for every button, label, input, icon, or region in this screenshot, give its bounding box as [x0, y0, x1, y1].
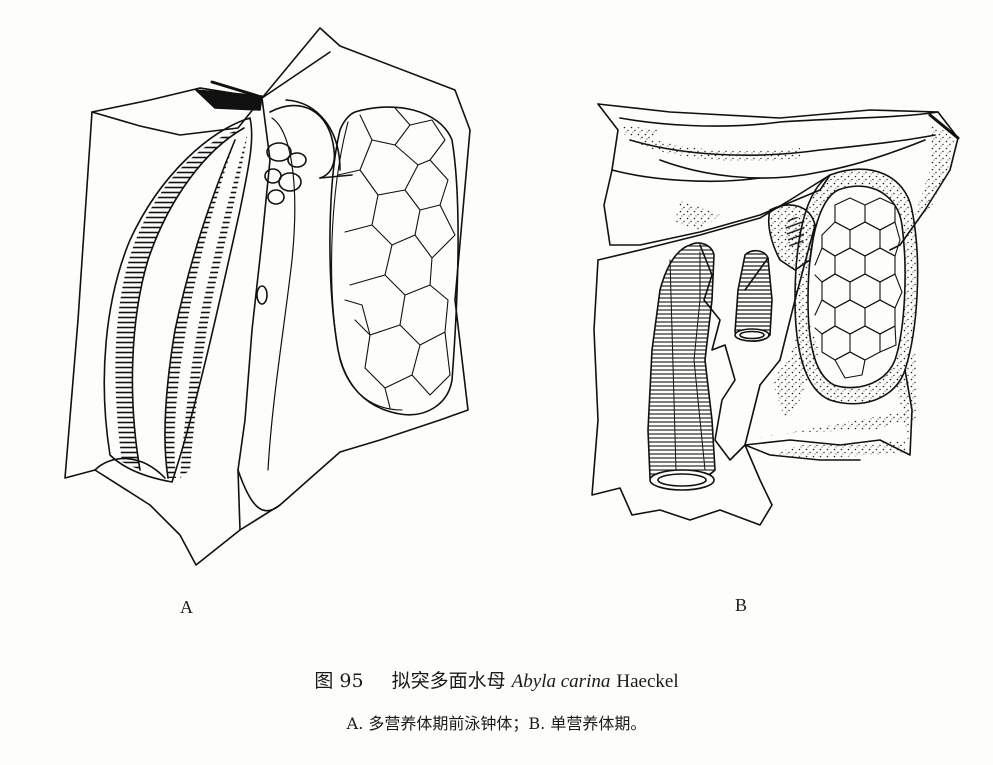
- figure-caption-title: 图 95 拟突多面水母 Abyla carina Haeckel: [0, 666, 993, 693]
- chinese-species-name: 拟突多面水母: [391, 670, 506, 692]
- panel-label-b: B: [735, 595, 748, 615]
- figure-caption-description: A. 多营养体期前泳钟体；B. 单营养体期。: [346, 714, 647, 733]
- figure-number: 图 95: [314, 670, 364, 692]
- species-name: Abyla carina: [511, 671, 611, 692]
- panel-b-drawing: [591, 103, 960, 526]
- species-author: Haeckel: [616, 671, 679, 692]
- panel-label-a: A: [180, 597, 193, 617]
- panel-a-drawing: [64, 27, 471, 566]
